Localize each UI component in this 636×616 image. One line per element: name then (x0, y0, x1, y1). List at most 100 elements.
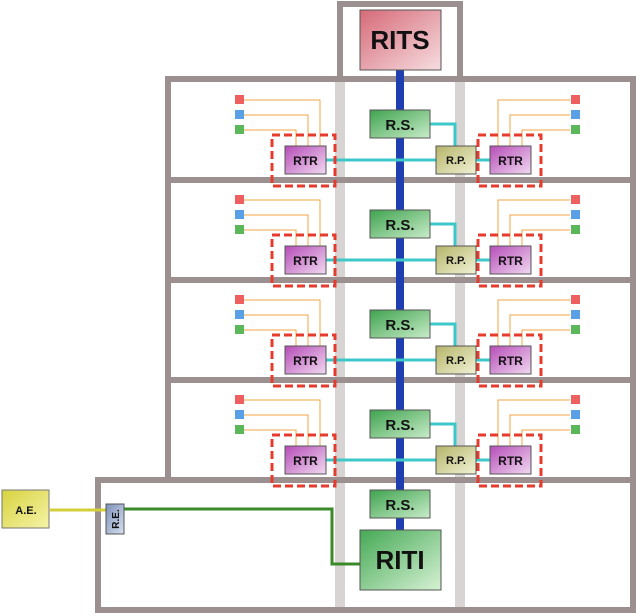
rtr-zone-left (270, 433, 337, 488)
shaft-column-right (455, 80, 465, 610)
outlet-cable-right-1 (497, 399, 570, 446)
rtr-zone-right (476, 433, 543, 488)
rtr-label-left: RTR (293, 254, 318, 268)
outlet-right-1 (571, 95, 580, 104)
rtr-label-left: RTR (293, 154, 318, 168)
rs-box (369, 409, 431, 439)
outlet-left-1 (235, 295, 244, 304)
rtr-box-right (489, 445, 532, 475)
re-box (105, 503, 125, 535)
outlet-cable-left-1 (244, 99, 321, 146)
ground-level: A.E. R.E. R.S. RITI (1, 489, 442, 591)
rs-label: R.S. (385, 317, 414, 334)
re-label: R.E. (111, 509, 122, 529)
outlet-left-3 (235, 325, 244, 334)
outlet-left-2 (235, 110, 244, 119)
outlet-left-1 (235, 395, 244, 404)
ae-label: A.E. (15, 505, 36, 517)
riti-box (359, 529, 442, 591)
riti-link-cable (122, 507, 362, 566)
outlet-cable-left-3 (244, 329, 297, 346)
outlet-cable-left-1 (244, 399, 321, 446)
outlet-cable-right-1 (497, 99, 570, 146)
rtr-label-right: RTR (498, 454, 523, 468)
outlet-left-1 (235, 195, 244, 204)
outlet-right-3 (571, 325, 580, 334)
rs-label: R.S. (385, 217, 414, 234)
rits-label: RITS (370, 25, 429, 55)
basement-wall (95, 477, 636, 613)
rs-to-rp-cable (430, 422, 457, 446)
rtr-box-left (284, 345, 327, 375)
rtr-label-right: RTR (498, 254, 523, 268)
shaft-column-left (335, 80, 345, 610)
rtr-box-left (284, 145, 327, 175)
rtr-box-left (284, 445, 327, 475)
rtr-box-right (489, 345, 532, 375)
rp-label: R.P. (446, 155, 466, 167)
rtr-zone-right (476, 333, 543, 388)
rtr-zone-right (476, 233, 543, 288)
outlet-right-2 (571, 110, 580, 119)
rtr-box-left (284, 245, 327, 275)
outlet-left-1 (235, 95, 244, 104)
outlet-right-2 (571, 210, 580, 219)
rtr-zone-left (270, 333, 337, 388)
rs-label: R.S. (385, 117, 414, 134)
outlet-cable-left-3 (244, 129, 297, 146)
rp-label: R.P. (446, 255, 466, 267)
outlet-left-2 (235, 210, 244, 219)
rtr-zone-left (270, 133, 337, 188)
floor-3: RTR RTR R.P. R.S. (235, 295, 580, 388)
outlet-right-3 (571, 425, 580, 434)
rtr-box-right (489, 245, 532, 275)
rtr-zone-right (476, 133, 543, 188)
floor-2: RTR RTR R.P. R.S. (235, 195, 580, 288)
riti-label: RITI (375, 545, 424, 575)
outlet-right-1 (571, 195, 580, 204)
rp-box (435, 345, 477, 375)
outlet-left-3 (235, 425, 244, 434)
outlet-right-3 (571, 125, 580, 134)
rs-label: R.S. (385, 417, 414, 434)
outlet-left-3 (235, 125, 244, 134)
rs-box (369, 109, 431, 139)
rtr-label-left: RTR (293, 354, 318, 368)
rtr-label-right: RTR (498, 354, 523, 368)
outlet-right-1 (571, 295, 580, 304)
rs-to-rp-cable (430, 122, 457, 146)
outlet-cable-right-1 (497, 199, 570, 246)
outlet-left-2 (235, 310, 244, 319)
outlet-cable-left-1 (244, 199, 321, 246)
building-structure (95, 1, 636, 613)
rs-box (369, 209, 431, 239)
outlet-cable-right-3 (521, 229, 570, 246)
rtr-box-right (489, 145, 532, 175)
outlet-cable-left-3 (244, 229, 297, 246)
outlet-cable-left-3 (244, 429, 297, 446)
rtr-label-right: RTR (498, 154, 523, 168)
outlet-left-3 (235, 225, 244, 234)
rp-box (435, 245, 477, 275)
outlet-cable-right-3 (521, 429, 570, 446)
rits-box (359, 9, 442, 71)
ae-box (1, 489, 50, 529)
rs-label-ground: R.S. (385, 497, 414, 514)
rs-to-rp-cable (430, 322, 457, 346)
rs-to-rp-cable (430, 222, 457, 246)
outlet-right-1 (571, 395, 580, 404)
outlet-right-2 (571, 410, 580, 419)
outlet-cable-right-3 (521, 329, 570, 346)
rp-box (435, 445, 477, 475)
outlet-left-2 (235, 410, 244, 419)
rp-box (435, 145, 477, 175)
rp-label: R.P. (446, 355, 466, 367)
outlet-cable-right-1 (497, 299, 570, 346)
outlet-right-3 (571, 225, 580, 234)
top-level: RITS (359, 9, 442, 71)
rp-label: R.P. (446, 455, 466, 467)
outlet-cable-left-1 (244, 299, 321, 346)
floor-1: RTR RTR R.P. R.S. (235, 95, 580, 188)
